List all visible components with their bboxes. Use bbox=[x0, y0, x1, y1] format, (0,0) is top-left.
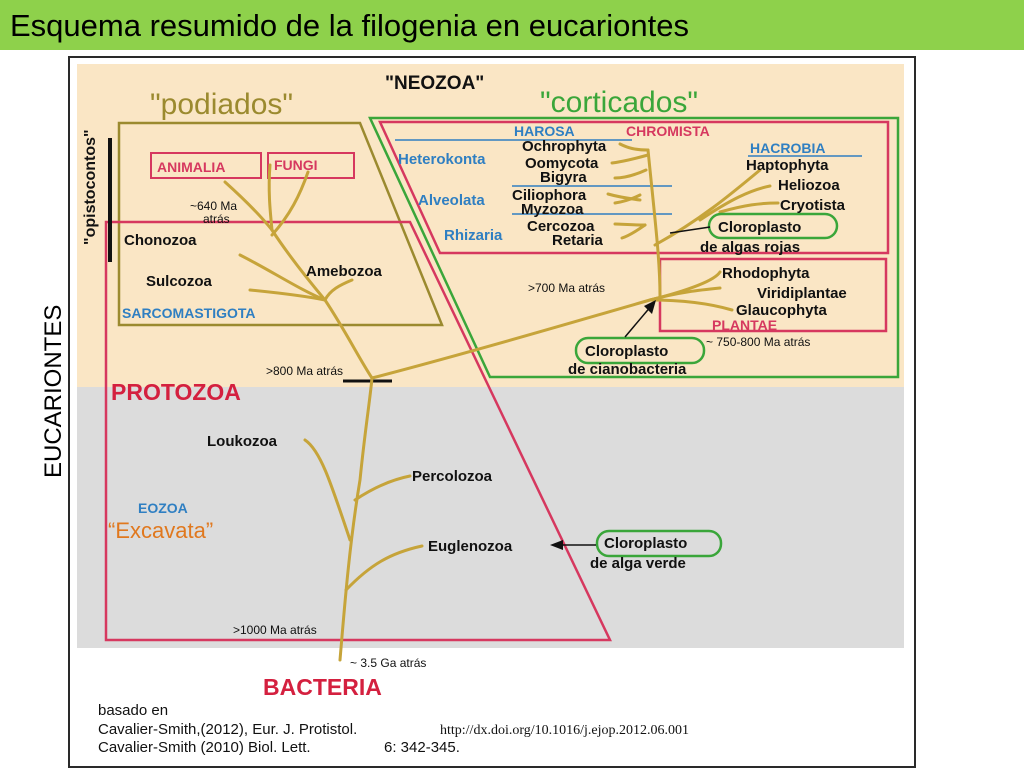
eozoa-label: EOZOA bbox=[138, 500, 188, 516]
page-title: Esquema resumido de la filogenia en euca… bbox=[10, 8, 689, 43]
euglenozoa-label: Euglenozoa bbox=[428, 538, 513, 555]
time-800-label: >800 Ma atrás bbox=[266, 364, 343, 378]
bigyra-label: Bigyra bbox=[540, 169, 587, 186]
reference-line-2: Cavalier-Smith,(2012), Eur. J. Protistol… bbox=[98, 721, 357, 738]
ochrophyta-label: Ochrophyta bbox=[522, 138, 607, 155]
protozoa-label: PROTOZOA bbox=[111, 379, 241, 405]
title-bar bbox=[0, 0, 1024, 50]
cyanobacteria-plastid-oval bbox=[574, 336, 706, 365]
time-750-label: ~ 750-800 Ma atrás bbox=[706, 335, 810, 349]
reference-doi-link[interactable]: http://dx.doi.org/10.1016/j.ejop.2012.06… bbox=[440, 723, 689, 738]
amebozoa-label: Amebozoa bbox=[306, 263, 383, 280]
hacrobia-label: HACROBIA bbox=[750, 140, 825, 156]
red-algae-plastid-label-2: de algas rojas bbox=[700, 239, 800, 256]
time-640-label-2: atrás bbox=[203, 212, 230, 226]
time-1000-label: >1000 Ma atrás bbox=[233, 623, 317, 637]
red-algae-plastid-label-1: Cloroplasto bbox=[718, 219, 801, 236]
sarcomastigota-label: SARCOMASTIGOTA bbox=[122, 305, 256, 321]
alveolata-label: Alveolata bbox=[418, 192, 485, 209]
reference-line-3: Cavalier-Smith (2010) Biol. Lett. bbox=[98, 739, 311, 756]
excavata-label: “Excavata” bbox=[108, 518, 213, 543]
rhodophyta-label: Rhodophyta bbox=[722, 265, 810, 282]
podiados-label: "podiados" bbox=[150, 88, 293, 121]
time-3500-label: ~ 3.5 Ga atrás bbox=[350, 656, 426, 670]
animalia-box bbox=[150, 152, 262, 179]
reference-line-1: basado en bbox=[98, 702, 168, 719]
chromista-separators bbox=[395, 139, 862, 215]
time-640-label-1: ~640 Ma bbox=[190, 199, 237, 213]
animalia-label: ANIMALIA bbox=[157, 159, 225, 175]
green-plastid-label-1: Cloroplasto bbox=[604, 535, 687, 552]
time-700-label: >700 Ma atrás bbox=[528, 281, 605, 295]
green-plastid-label-2: de alga verde bbox=[590, 555, 686, 572]
corticados-outline bbox=[368, 116, 900, 379]
cyano-plastid-label-2: de cianobacteria bbox=[568, 361, 687, 378]
retaria-label: Retaria bbox=[552, 232, 604, 249]
viridiplantae-label: Viridiplantae bbox=[757, 285, 847, 302]
corticados-label: "corticados" bbox=[540, 86, 698, 119]
protozoa-outline bbox=[104, 220, 612, 642]
cryotista-label: Cryotista bbox=[780, 197, 846, 214]
tree-branches bbox=[223, 142, 780, 662]
oomycota-label: Oomycota bbox=[525, 155, 599, 172]
myzozoa-label: Myzozoa bbox=[521, 201, 584, 218]
glaucophyta-label: Glaucophyta bbox=[736, 302, 828, 319]
haptophyta-label: Haptophyta bbox=[746, 157, 829, 174]
loukozoa-label: Loukozoa bbox=[207, 433, 278, 450]
percolozoa-label: Percolozoa bbox=[412, 468, 493, 485]
plantae-label: PLANTAE bbox=[712, 317, 777, 333]
green-algae-plastid-oval bbox=[595, 529, 723, 558]
sulcozoa-label: Sulcozoa bbox=[146, 273, 213, 290]
heterokonta-label: Heterokonta bbox=[398, 151, 486, 168]
chonozoa-label: Chonozoa bbox=[124, 232, 197, 249]
cyano-plastid-label-1: Cloroplasto bbox=[585, 343, 668, 360]
chromista-outline bbox=[378, 120, 890, 255]
arrows bbox=[550, 226, 711, 550]
chromista-label: CHROMISTA bbox=[626, 123, 710, 139]
reference-pages: 6: 342-345. bbox=[384, 739, 460, 756]
red-algae-plastid-oval bbox=[707, 212, 839, 240]
heliozoa-label: Heliozoa bbox=[778, 177, 840, 194]
cercozoa-label: Cercozoa bbox=[527, 218, 595, 235]
ciliophora-label: Ciliophora bbox=[512, 187, 587, 204]
podiados-outline bbox=[117, 121, 444, 327]
fungi-box bbox=[267, 152, 355, 179]
rhizaria-label: Rhizaria bbox=[444, 227, 503, 244]
fungi-label: FUNGI bbox=[274, 157, 318, 173]
neozoa-label: "NEOZOA" bbox=[385, 73, 484, 94]
opistocontos-label: "opistocontos" bbox=[82, 129, 99, 245]
protozoa-background bbox=[77, 387, 904, 648]
bacteria-label: BACTERIA bbox=[263, 674, 382, 700]
harosa-label: HAROSA bbox=[514, 123, 575, 139]
